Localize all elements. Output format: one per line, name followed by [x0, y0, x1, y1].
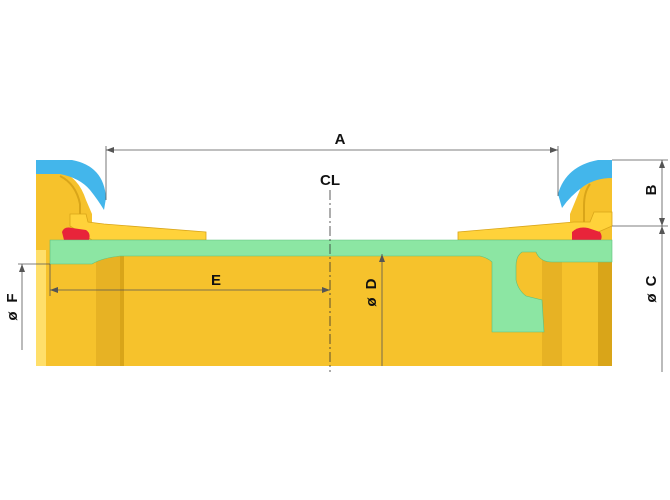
- dimension-b-label: B: [643, 184, 660, 195]
- dimension-a-label: A: [335, 131, 346, 148]
- housing-shade-right: [542, 256, 562, 366]
- dimension-b: B: [612, 159, 668, 227]
- dimension-f: ø F: [4, 263, 50, 350]
- dimension-e-label: E: [211, 272, 221, 289]
- seal-cap-right: [558, 160, 612, 208]
- dimension-a: A: [105, 131, 559, 200]
- dimension-d-label: D: [363, 278, 380, 289]
- housing-left-contour: [59, 175, 81, 236]
- housing-main-body: [36, 250, 612, 366]
- inner-pipe: [49, 239, 613, 333]
- housing-right-contour: [583, 183, 591, 236]
- dimension-f-label: F: [4, 293, 21, 302]
- seal-cap-left: [36, 160, 106, 210]
- dimension-c-label: C: [643, 275, 660, 286]
- dimension-c: ø C: [643, 226, 665, 372]
- dimension-c-symbol: ø: [643, 293, 660, 303]
- housing-shade-edge: [598, 250, 612, 366]
- dimension-f-symbol: ø: [4, 311, 21, 321]
- dimension-d: ø D: [363, 254, 385, 366]
- housing-shade-mid: [120, 256, 124, 366]
- housing-shade-left: [36, 250, 46, 366]
- dimension-d-symbol: ø: [363, 297, 380, 307]
- housing-shade-inner-left: [96, 256, 120, 366]
- centerline-label: CL: [320, 172, 340, 189]
- housing: [36, 172, 612, 366]
- dimension-e: E: [49, 264, 330, 296]
